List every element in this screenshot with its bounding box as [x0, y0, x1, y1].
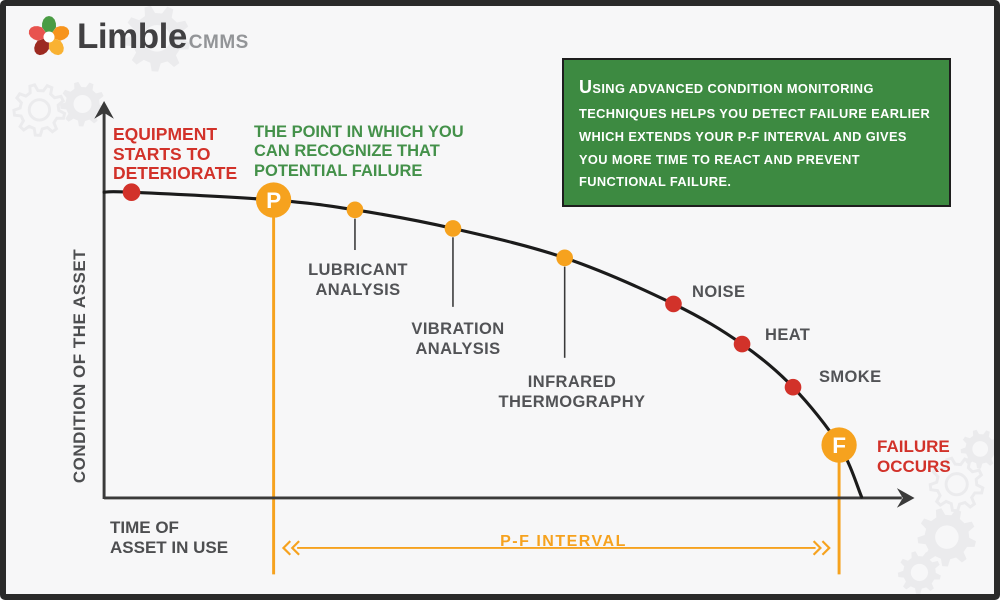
label-noise: NOISE	[692, 283, 746, 301]
info-box-text: USING ADVANCED CONDITION MONITORING TECH…	[579, 77, 931, 190]
f-point-circle	[821, 427, 857, 463]
interval-left-chevrons-icon	[281, 540, 300, 556]
pf-interval-label: P-F INTERVAL	[500, 533, 627, 550]
annotation-equipment-deteriorate: EQUIPMENT STARTS TO DETERIORATE	[113, 124, 238, 184]
label-infrared-thermography: INFRARED THERMOGRAPHY	[498, 373, 646, 412]
logo-name: Limble	[77, 17, 187, 56]
detection-point-dot	[784, 378, 802, 396]
chart-canvas: PF	[12, 6, 994, 594]
gear-petal	[49, 37, 64, 56]
label-heat: HEAT	[765, 326, 811, 344]
f-point-letter: F	[832, 433, 846, 458]
detection-point-dot	[556, 249, 574, 267]
x-axis-label: TIME OF ASSET IN USE	[110, 518, 229, 558]
gear-center	[43, 31, 55, 43]
label-smoke: SMOKE	[819, 368, 882, 386]
plot-layer	[272, 200, 841, 575]
detection-point-dot	[733, 335, 751, 353]
curve-layer: PF	[102, 182, 864, 499]
logo-suffix: CMMS	[188, 32, 249, 53]
gear-icon	[12, 83, 67, 137]
logo-text: Limble CMMS	[77, 17, 249, 57]
gear-petal	[34, 37, 49, 56]
label-vibration-analysis: VIBRATION ANALYSIS	[411, 320, 505, 359]
gear-icon	[917, 508, 976, 567]
gear-icon	[897, 551, 941, 594]
gear-petal	[42, 16, 56, 37]
p-point-letter: P	[266, 188, 281, 213]
detection-point-dot	[444, 220, 462, 237]
gear-icon	[59, 81, 105, 127]
annotation-failure-occurs: FAILURE OCCURS	[877, 437, 951, 476]
y-axis-arrow-icon	[94, 101, 114, 119]
x-axis-arrow-icon	[896, 488, 915, 508]
limble-gear-icon	[28, 16, 70, 56]
gear-icon	[960, 429, 994, 469]
label-lubricant-analysis: LUBRICANT ANALYSIS	[308, 261, 408, 300]
interval-right-chevrons-icon	[812, 540, 831, 556]
info-box: USING ADVANCED CONDITION MONITORING TECH…	[562, 58, 951, 208]
detection-point-dot	[665, 295, 682, 313]
annotation-potential-failure: THE POINT IN WHICH YOU CAN RECOGNIZE THA…	[254, 123, 464, 180]
logo: Limble CMMS	[28, 16, 249, 58]
gear-icon	[123, 6, 191, 72]
detection-point-dot	[346, 201, 364, 219]
gear-decorations	[12, 6, 994, 594]
y-axis-label: CONDITION OF THE ASSET	[70, 248, 89, 484]
deterioration-start-dot	[122, 183, 141, 202]
p-point-circle	[255, 182, 292, 218]
